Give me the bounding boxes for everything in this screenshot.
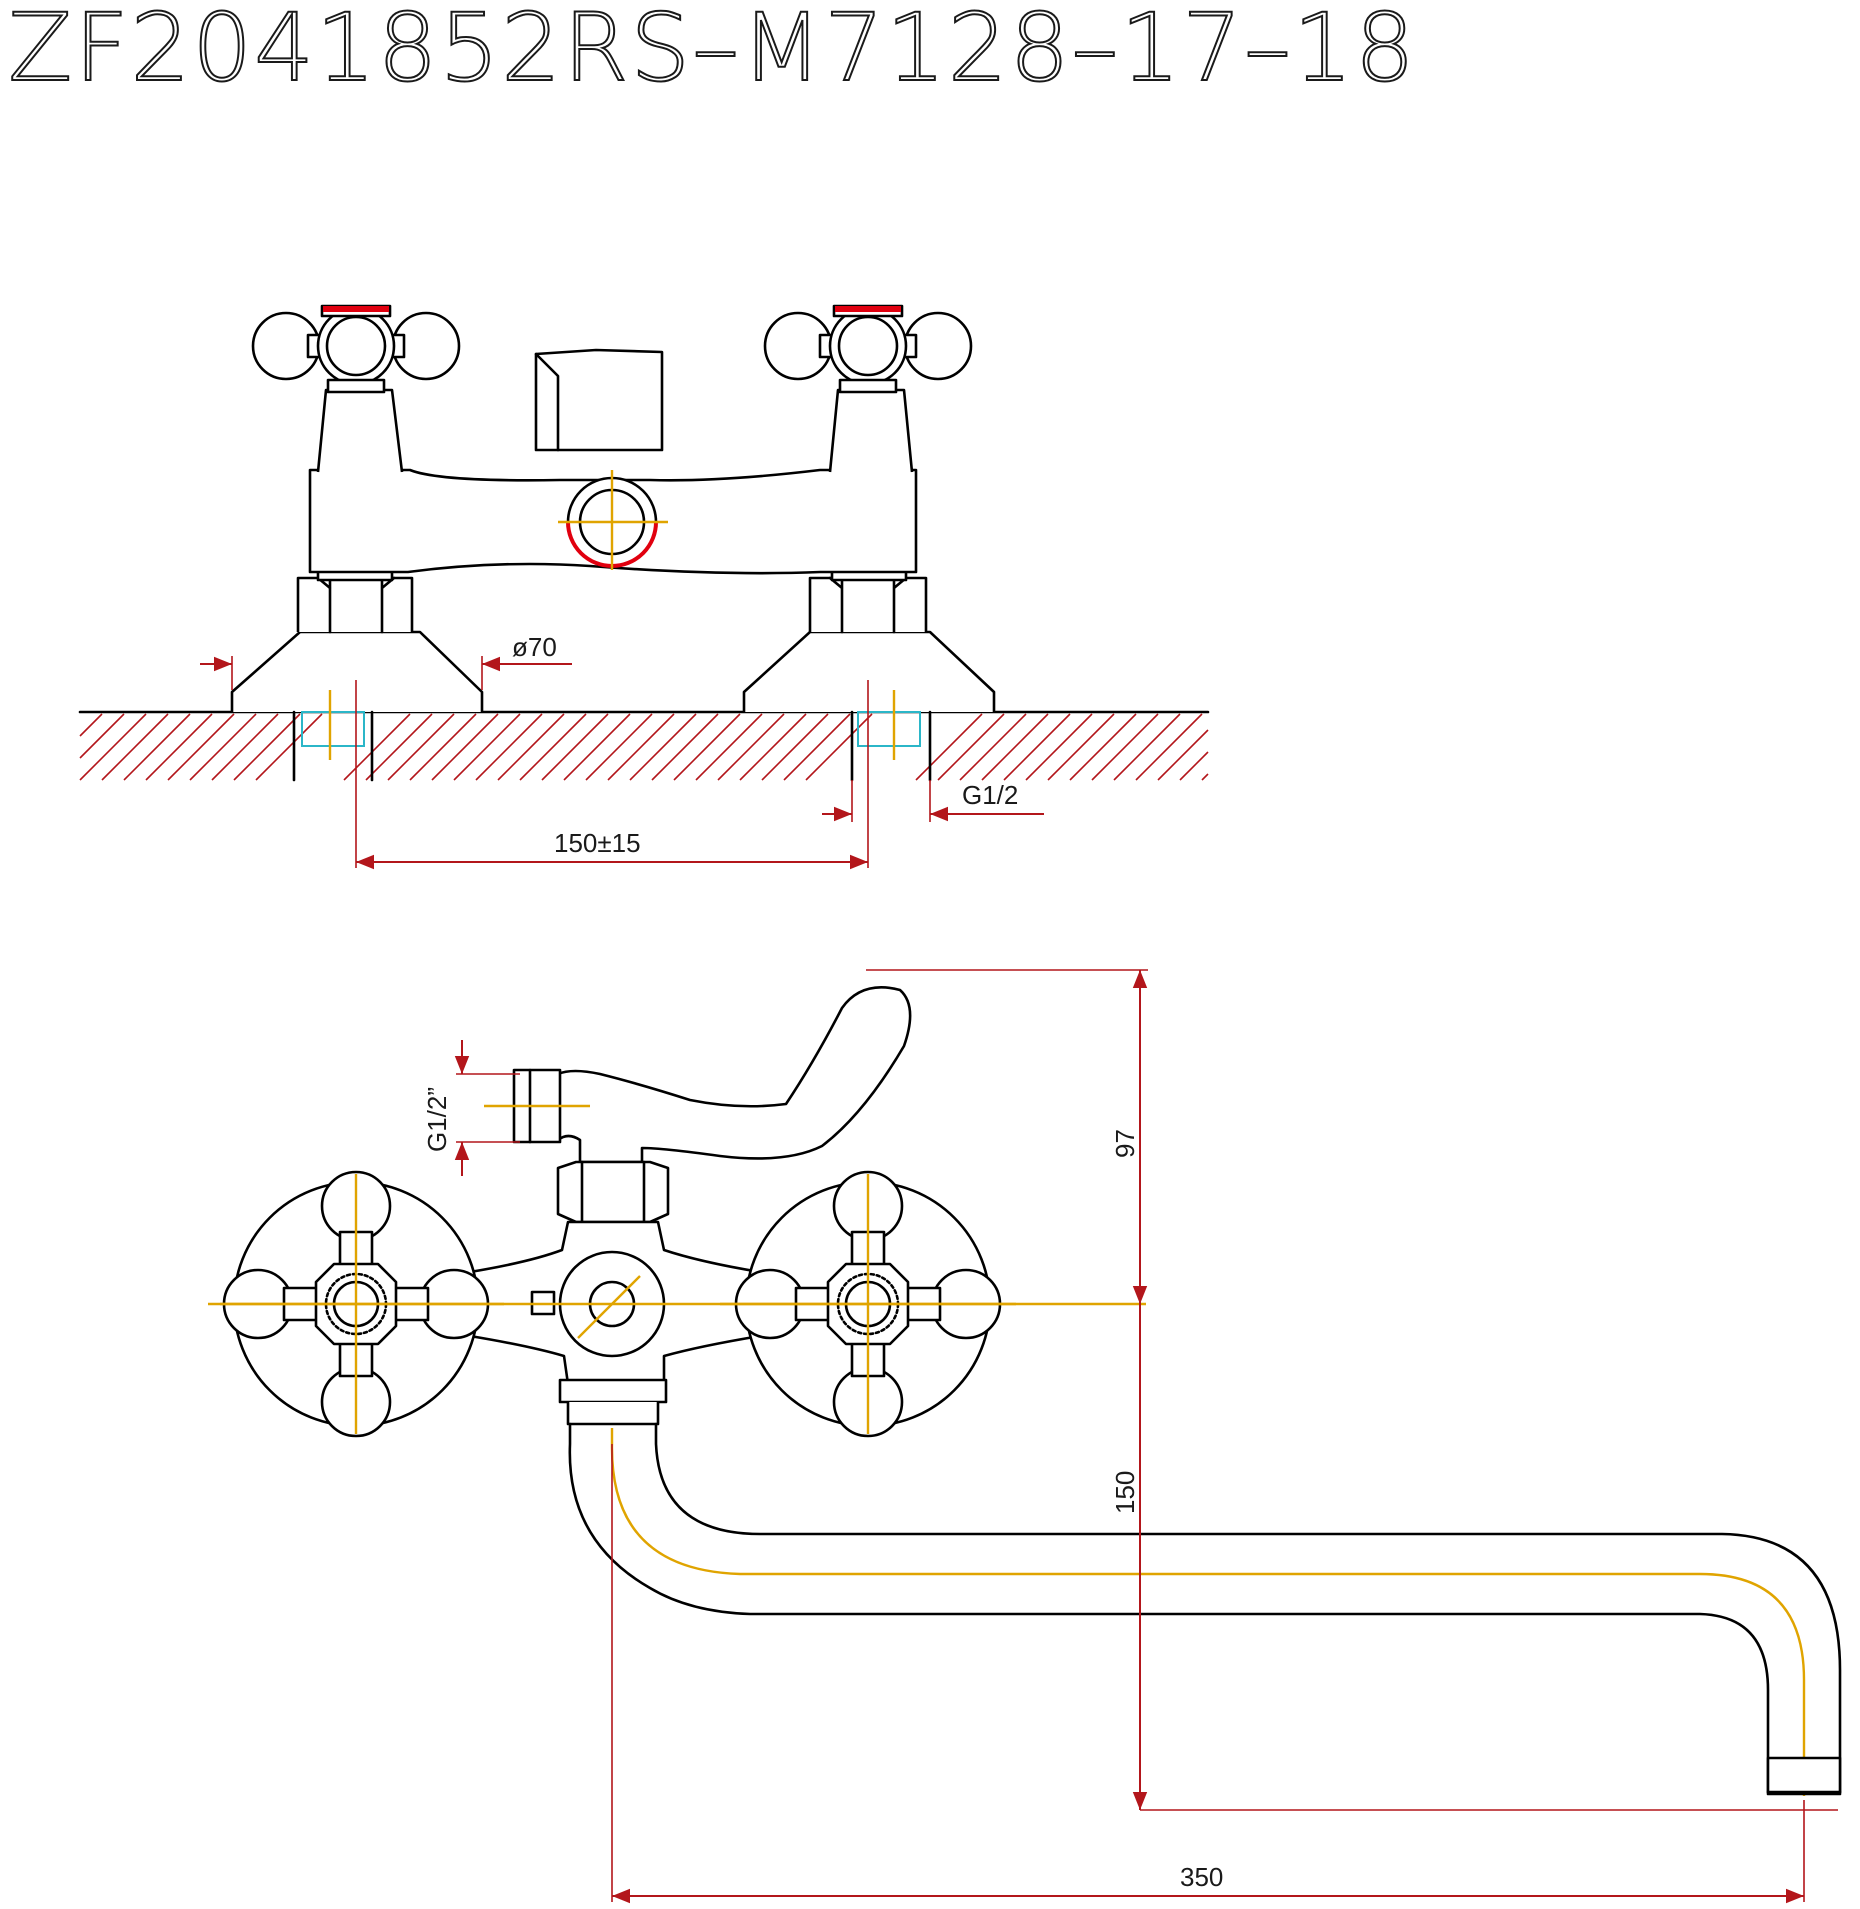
elevation-view <box>78 306 1210 782</box>
elevation-dimensions: ø70 G1/2 150±15 <box>200 632 1044 870</box>
lower-height-label: 150 <box>1110 1471 1140 1514</box>
hatch-line <box>607 713 675 781</box>
hatch-line <box>1091 713 1159 781</box>
hatch-line <box>629 713 697 781</box>
hatch-line <box>431 713 499 781</box>
hatch-line <box>409 713 477 781</box>
hatch-line <box>497 713 565 781</box>
shower-thread-label: G1/2” <box>422 1087 452 1152</box>
hatch-line <box>365 713 433 781</box>
hatch-line <box>453 713 521 781</box>
hatch-line <box>717 713 785 781</box>
hatch-line <box>651 713 719 781</box>
hatch-line <box>1135 713 1203 781</box>
hatch-line <box>959 713 1027 781</box>
hatch-line <box>101 713 169 781</box>
hatch-line <box>673 713 741 781</box>
drawing-title: ZF2041852RS–M7128–17–18 <box>8 0 1417 103</box>
hatch-line <box>695 713 763 781</box>
hatch-line <box>343 713 411 781</box>
flange-diameter-label: ø70 <box>512 632 557 662</box>
hatch-line <box>1201 773 1209 781</box>
hatch-line <box>1025 713 1093 781</box>
hatch-line <box>915 713 983 781</box>
spout-reach-label: 350 <box>1180 1862 1223 1892</box>
hatch-line <box>541 713 609 781</box>
hatch-line <box>79 713 147 781</box>
hatch-line <box>1047 713 1115 781</box>
hatch-line <box>1157 729 1209 781</box>
hatch-line <box>79 713 103 737</box>
hatch-line <box>937 713 1005 781</box>
hatch-line <box>79 713 125 759</box>
hatch-line <box>387 713 455 781</box>
hatch-line <box>167 713 235 781</box>
hatch-line <box>761 713 829 781</box>
upper-height-label: 97 <box>1110 1129 1140 1158</box>
plan-dimensions: G1/2” 97 150 350 <box>422 969 1838 1904</box>
hatch-line <box>233 713 301 781</box>
hatch-line <box>981 713 1049 781</box>
hatch-line <box>519 713 587 781</box>
hatch-line <box>1003 713 1071 781</box>
hatch-line <box>475 713 543 781</box>
hatch-line <box>783 713 851 781</box>
plan-view <box>206 986 1842 1796</box>
centre-distance-label: 150±15 <box>554 828 641 858</box>
hatch-line <box>585 713 653 781</box>
hatch-line <box>563 713 631 781</box>
hatch-line <box>1069 713 1137 781</box>
hatch-line <box>1113 713 1181 781</box>
wall-hatching <box>79 713 1209 781</box>
hatch-line <box>1179 751 1209 781</box>
hatch-line <box>739 713 807 781</box>
hatch-line <box>145 713 213 781</box>
thread-size-label: G1/2 <box>962 780 1018 810</box>
hatch-line <box>123 713 191 781</box>
hatch-line <box>255 713 323 781</box>
hatch-line <box>189 713 257 781</box>
hatch-line <box>211 713 279 781</box>
hatch-line <box>805 713 873 781</box>
